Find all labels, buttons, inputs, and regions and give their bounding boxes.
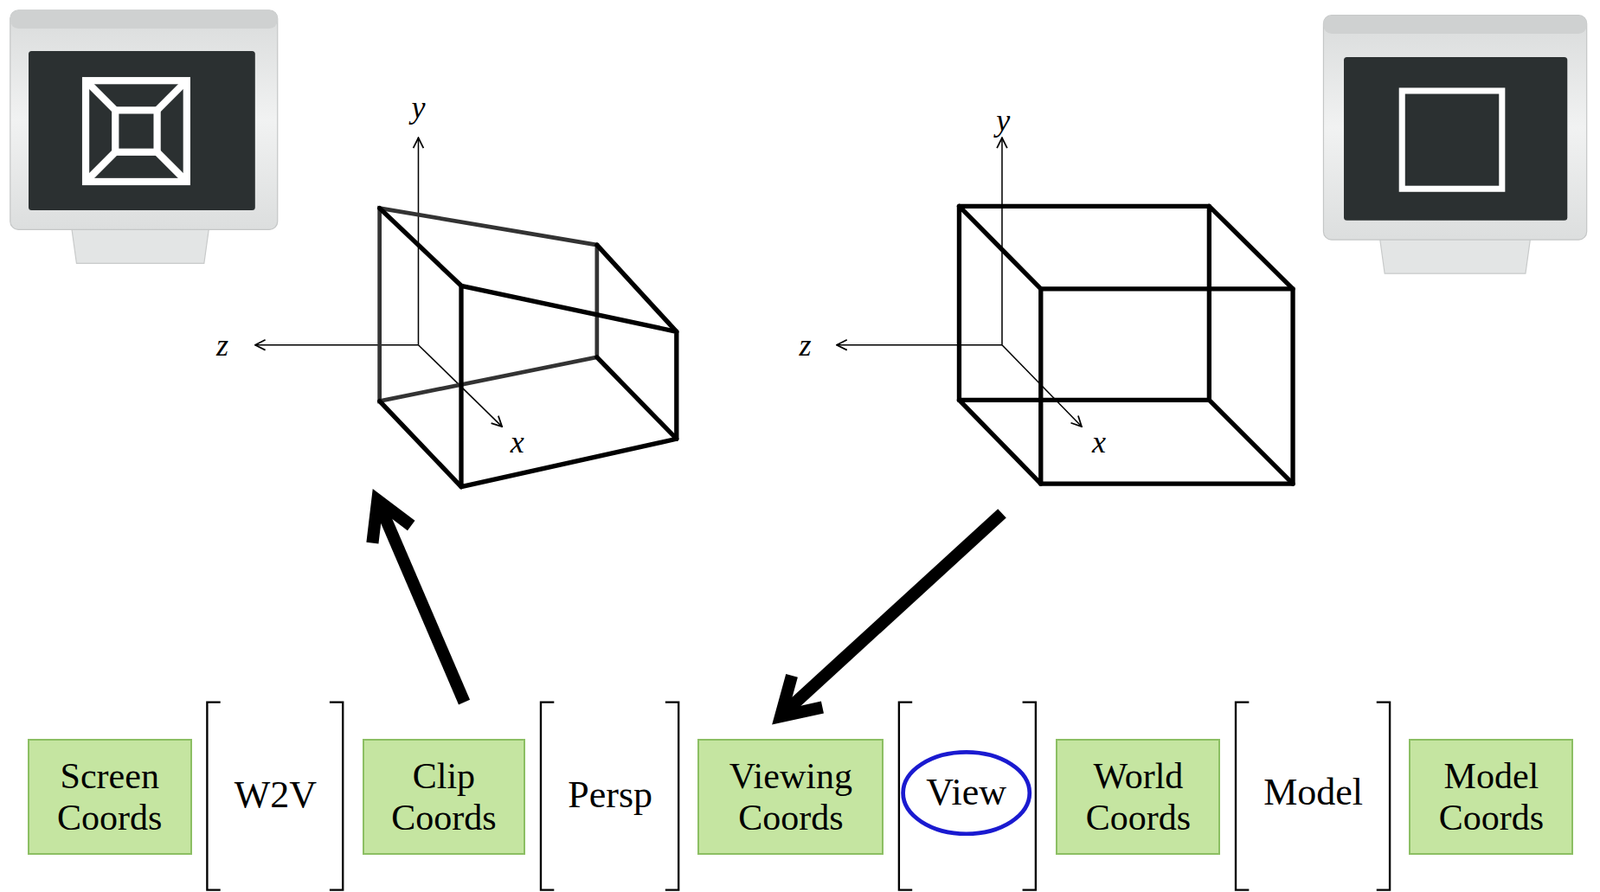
box-label: Clip Coords	[364, 755, 525, 840]
matrix-bracket	[206, 702, 1390, 891]
axis-label: x	[510, 426, 525, 458]
axis-label: y	[411, 91, 425, 123]
monitor-left	[10, 10, 278, 264]
matrix-name: View	[925, 773, 1007, 812]
coordinate-box: Clip Coords	[362, 738, 527, 855]
pipeline-arrow	[372, 500, 1003, 717]
box-label: Screen Coords	[29, 755, 191, 840]
coordinate-box: Viewing Coords	[697, 738, 884, 855]
matrix-name: W2V	[234, 776, 317, 815]
coordinate-box: Model Coords	[1408, 738, 1574, 855]
box-label: World Coords	[1057, 755, 1219, 840]
coordinate-box: Screen Coords	[27, 738, 193, 855]
axis-label: x	[1092, 426, 1106, 458]
axis-label: y	[995, 104, 1010, 136]
box-label: Viewing Coords	[699, 755, 882, 840]
box-label: Model Coords	[1410, 755, 1572, 840]
axis-label: z	[798, 329, 811, 361]
coordinate-box: World Coords	[1055, 738, 1221, 855]
monitor-right	[1323, 15, 1587, 274]
matrix-name: Persp	[567, 776, 653, 815]
perspective-box	[255, 137, 677, 487]
orthographic-box	[836, 137, 1293, 484]
highlight-ellipse	[903, 751, 1030, 834]
matrix-name: Model	[1263, 773, 1363, 812]
axis-label: z	[216, 329, 229, 361]
